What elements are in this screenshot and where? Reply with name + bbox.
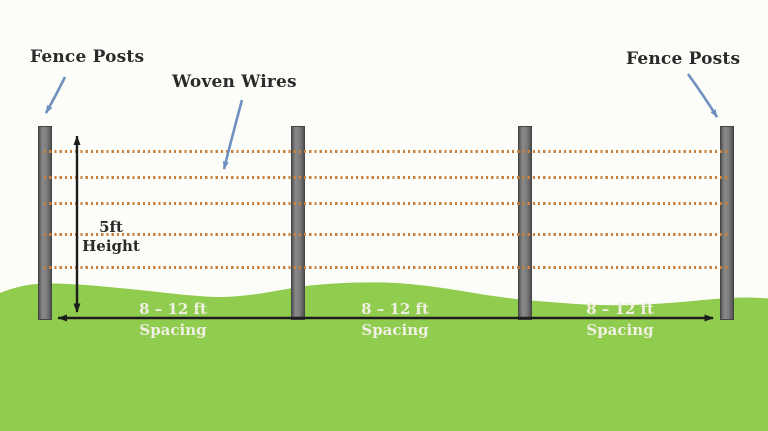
height-label: 5ft Height xyxy=(79,218,143,256)
spacing-label-range: 8 – 12 ft xyxy=(139,300,207,318)
spacing-label-word: Spacing xyxy=(586,321,654,339)
spacing-label: 8 – 12 ft Spacing xyxy=(555,299,685,341)
spacing-label-word: Spacing xyxy=(361,321,429,339)
woven-wire-line xyxy=(44,266,730,269)
fence-posts-label-left: Fence Posts xyxy=(30,47,145,67)
spacing-label: 8 – 12 ft Spacing xyxy=(108,299,238,341)
woven-wires-label: Woven Wires xyxy=(172,72,297,92)
spacing-label-word: Spacing xyxy=(139,321,207,339)
spacing-label: 8 – 12 ft Spacing xyxy=(330,299,460,341)
spacing-label-range: 8 – 12 ft xyxy=(361,300,429,318)
height-label-line2: Height xyxy=(82,237,140,255)
woven-wire-line xyxy=(44,150,730,153)
fence-posts-label-right: Fence Posts xyxy=(626,49,741,69)
height-label-line1: 5ft xyxy=(99,218,123,236)
woven-wires-pointer xyxy=(222,99,244,170)
fence-posts-left-pointer xyxy=(44,76,67,114)
woven-wire-line xyxy=(44,233,730,236)
woven-wire-line xyxy=(44,176,730,179)
spacing-label-range: 8 – 12 ft xyxy=(586,300,654,318)
fence-posts-right-pointer xyxy=(686,73,719,118)
woven-wire-line xyxy=(44,202,730,205)
fence-post xyxy=(37,126,52,320)
fence-post xyxy=(719,126,734,320)
